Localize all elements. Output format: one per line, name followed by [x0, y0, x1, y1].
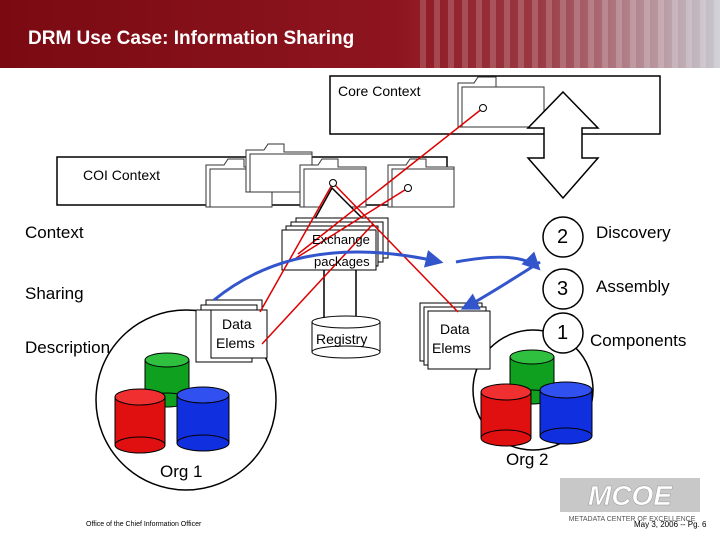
row-label-context: Context [25, 223, 84, 242]
folder-icon [387, 158, 455, 208]
step-2-circle [542, 216, 584, 258]
org2-label: Org 2 [506, 450, 549, 469]
database-red-icon [114, 388, 166, 454]
blue-arrow-icon [455, 251, 541, 271]
folder-icon [457, 76, 545, 128]
blue-arrow-icon [213, 250, 444, 302]
step-1-label: Components [590, 331, 687, 350]
step-2-label: Discovery [596, 223, 671, 242]
slide-title: DRM Use Case: Information Sharing [28, 28, 355, 49]
data-elems-left-icon [195, 299, 268, 363]
step-1-circle [542, 312, 584, 354]
row-label-description: Description [25, 338, 111, 357]
title-bar: DRM Use Case: Information Sharing [0, 0, 720, 68]
org1-label: Org 1 [160, 462, 203, 481]
org2-boundary [472, 329, 594, 451]
double-arrow-icon [526, 90, 600, 200]
data-elems-right-icon [419, 302, 491, 370]
folder-icon [245, 143, 313, 193]
red-links [259, 107, 484, 345]
mcoe-logo: MCOE METADATA CENTER OF EXCELLENCE [560, 478, 700, 523]
step-3-label: Assembly [596, 277, 670, 296]
data-elems-right-line2: Elems [432, 340, 471, 356]
step-3-circle [542, 268, 584, 310]
step-3-number: 3 [557, 278, 569, 300]
row-label-sharing: Sharing [25, 284, 84, 303]
title-bar-background-image [420, 0, 720, 68]
footer-office: Office of the Chief Information Officer [86, 521, 202, 528]
blue-arrow-icon [460, 260, 541, 310]
org1-boundary [95, 309, 277, 491]
logo-subtext: METADATA CENTER OF EXCELLENCE [569, 516, 696, 523]
registry-label: Registry [316, 331, 368, 347]
coi-context-label: COI Context [83, 167, 161, 183]
link-endpoints [329, 104, 487, 192]
logo-text: MCOE [588, 480, 673, 511]
database-red-icon [480, 383, 532, 447]
data-elems-left-line1: Data [222, 316, 252, 332]
database-blue-icon [176, 386, 230, 452]
exchange-label-line1: Exchange [312, 232, 370, 247]
exchange-label-line2: packages [314, 254, 370, 269]
data-elems-right-line1: Data [440, 321, 470, 337]
data-elems-left-line2: Elems [216, 335, 255, 351]
step-2-number: 2 [557, 226, 569, 248]
registry-database-icon [311, 315, 381, 359]
database-blue-icon [539, 381, 593, 445]
core-context-label: Core Context [338, 83, 421, 99]
footer-page: May 3, 2006 -- Pg. 6 [634, 520, 707, 529]
step-1-number: 1 [557, 322, 569, 344]
